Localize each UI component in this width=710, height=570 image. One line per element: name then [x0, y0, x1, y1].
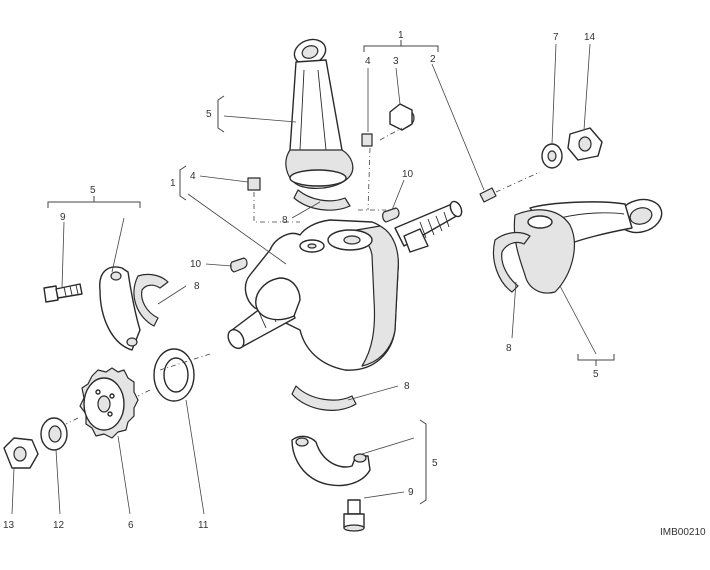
- callout-10-upper: 10: [402, 169, 414, 180]
- callout-1-left: 1: [170, 178, 176, 189]
- callout-5-lower-right: 5: [432, 458, 438, 469]
- pin-4-upper: [361, 133, 373, 147]
- nut-14: [567, 127, 603, 161]
- bearing-shell-left: [133, 273, 169, 327]
- callout-5-right: 5: [593, 369, 599, 380]
- rod-bolt-lower: [343, 499, 365, 532]
- assembly-center-lines: [65, 127, 541, 425]
- callout-7: 7: [553, 32, 559, 43]
- figure-code: IMB00210: [660, 527, 706, 538]
- callout-10-left: 10: [190, 259, 202, 270]
- pin-4-lower: [247, 177, 261, 191]
- rod-cap-left: [99, 266, 141, 351]
- callout-5-left-group: 5: [90, 185, 96, 196]
- callout-8-left: 8: [194, 281, 200, 292]
- bearing-shell-upper: [293, 189, 351, 211]
- bush-3: [389, 103, 415, 131]
- thrust-washer-11: [153, 348, 195, 402]
- callout-14: 14: [584, 32, 596, 43]
- crankshaft: [227, 200, 463, 371]
- callout-4-left: 4: [190, 171, 196, 182]
- callout-2: 2: [430, 54, 436, 65]
- connecting-rod-upper: [285, 38, 354, 189]
- callout-12: 12: [53, 520, 65, 531]
- callout-9-lower: 9: [408, 487, 414, 498]
- timing-gear-6: [79, 367, 139, 439]
- callout-labels: 1 1 2 3 4 4 5 5 5 5 6 7 8 8 8 8 9 9 10 1…: [3, 30, 599, 531]
- nut-13: [3, 437, 39, 469]
- callout-4-top: 4: [365, 56, 371, 67]
- callout-1-top: 1: [398, 30, 404, 41]
- callout-6: 6: [128, 520, 134, 531]
- rod-bolt-left: [43, 283, 83, 303]
- callout-13: 13: [3, 520, 15, 531]
- callout-8-upper: 8: [282, 215, 288, 226]
- bearing-shell-right: [492, 231, 531, 293]
- callout-3: 3: [393, 56, 399, 67]
- dowel-upper: [382, 207, 400, 223]
- callout-8-right: 8: [506, 343, 512, 354]
- dowel-left: [230, 257, 248, 273]
- washer-12: [40, 417, 68, 451]
- plug-2: [479, 187, 497, 203]
- connecting-rod-right: [513, 198, 663, 294]
- callout-11: 11: [198, 520, 209, 531]
- leader-lines: [11, 40, 615, 515]
- washer-7: [541, 143, 563, 169]
- callout-5-upper-left: 5: [206, 109, 212, 120]
- rod-cap-lower: [291, 435, 371, 487]
- bearing-shell-lower: [291, 385, 357, 411]
- callout-8-lower: 8: [404, 381, 410, 392]
- callout-9-left: 9: [60, 212, 66, 223]
